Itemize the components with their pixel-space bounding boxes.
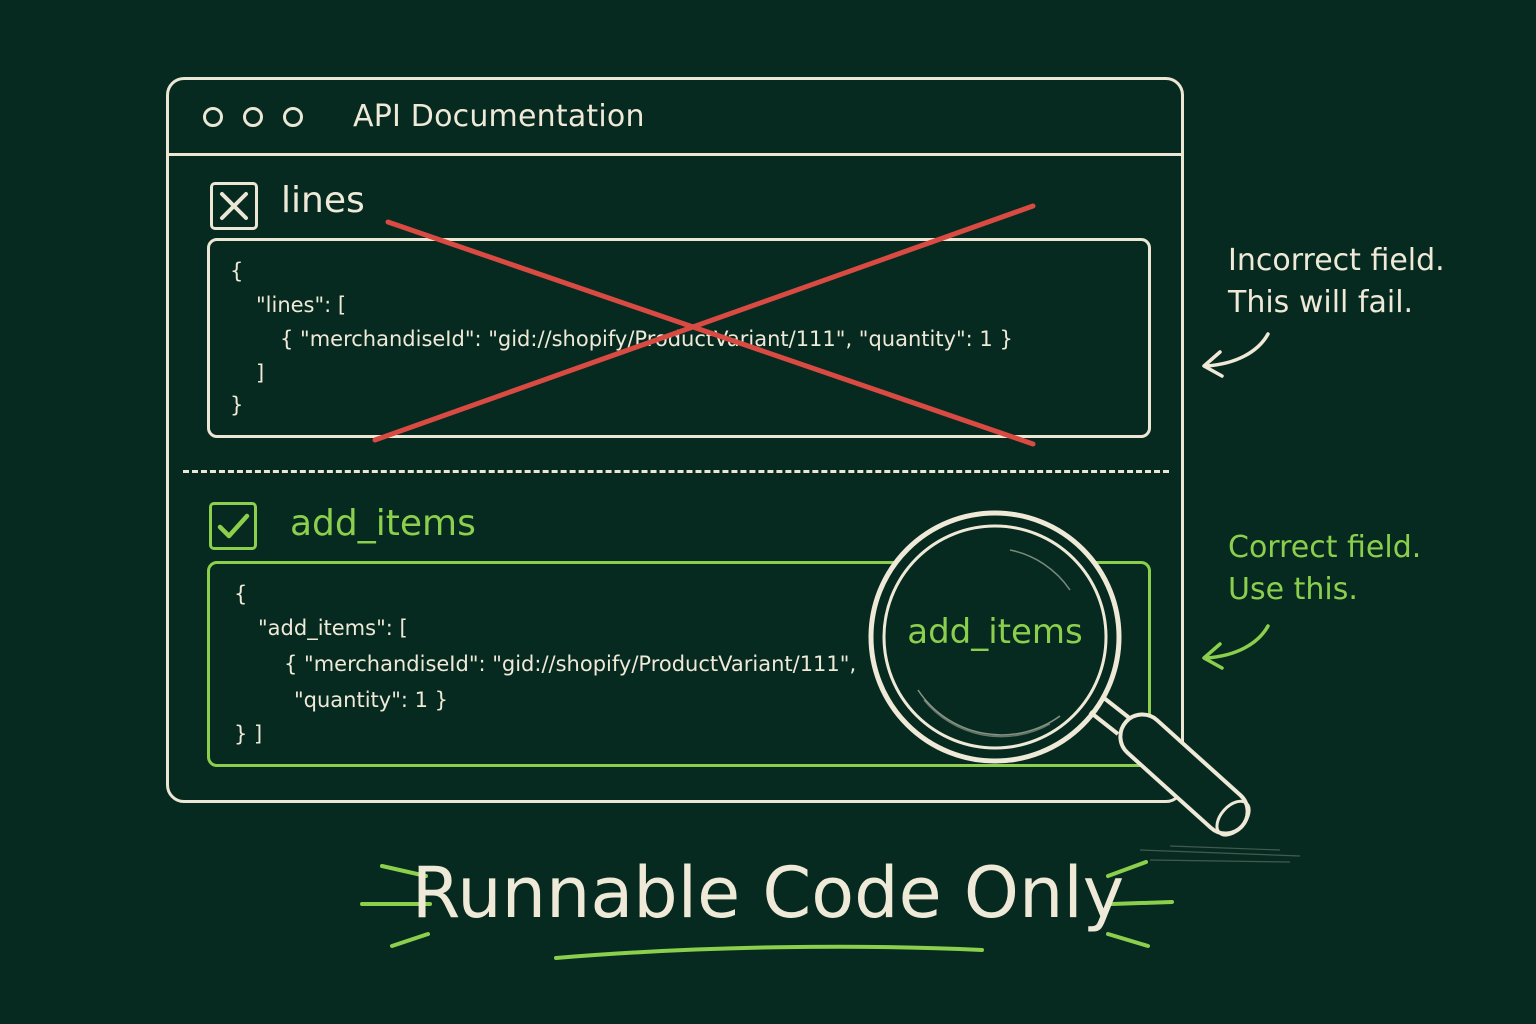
code-line: "quantity": 1 }: [294, 688, 449, 712]
incorrect-code-block: { "lines": [ { "merchandiseId": "gid://s…: [207, 238, 1151, 438]
arrow-correct-icon: [1202, 624, 1270, 670]
check-box-icon: [209, 502, 257, 550]
magnified-field-name: add_items: [907, 612, 1083, 652]
code-line: ]: [256, 361, 265, 385]
correct-code-block: { "add_items": [ { "merchandiseId": "gid…: [207, 561, 1151, 767]
note-line: Use this.: [1228, 572, 1358, 607]
code-line: {: [234, 582, 248, 606]
code-line: {: [230, 259, 244, 283]
correct-note: Correct field. Use this.: [1228, 527, 1421, 611]
section-divider: [183, 470, 1169, 473]
window-title: API Documentation: [353, 99, 645, 134]
note-line: This will fail.: [1228, 285, 1414, 320]
code-line: { "merchandiseId": "gid://shopify/Produc…: [284, 652, 857, 676]
api-doc-window: API Documentation lines { "lines": [ { "…: [166, 77, 1184, 803]
window-control-circle-icon[interactable]: [283, 107, 303, 127]
note-line: Incorrect field.: [1228, 243, 1445, 278]
code-line: "add_items": [: [258, 616, 408, 640]
tagline: Runnable Code Only: [411, 852, 1125, 934]
window-control-circle-icon[interactable]: [203, 107, 223, 127]
window-titlebar: API Documentation: [169, 80, 1181, 156]
incorrect-note: Incorrect field. This will fail.: [1228, 240, 1445, 324]
code-line: { "merchandiseId": "gid://shopify/Produc…: [280, 327, 1013, 351]
code-line: "lines": [: [256, 293, 347, 317]
incorrect-field-label: lines: [281, 180, 365, 221]
code-line: } ]: [234, 722, 263, 746]
note-line: Correct field.: [1228, 530, 1422, 565]
correct-field-label: add_items: [290, 503, 476, 544]
arrow-incorrect-icon: [1202, 332, 1270, 378]
code-line: }: [230, 393, 244, 417]
x-box-icon: [210, 182, 258, 230]
window-control-circle-icon[interactable]: [243, 107, 263, 127]
